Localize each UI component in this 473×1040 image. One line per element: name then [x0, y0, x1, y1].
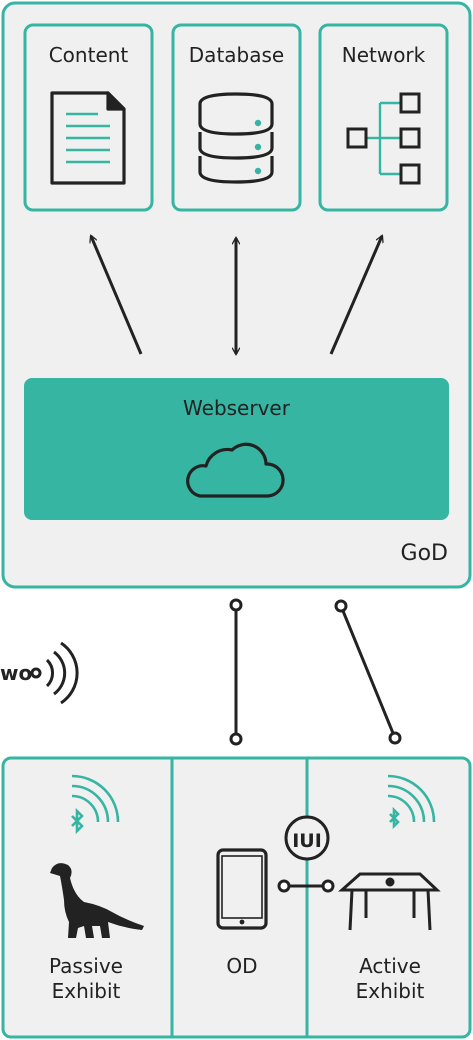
- content-label: Content: [49, 43, 129, 67]
- wireless-signal-icon: wo: [0, 641, 79, 705]
- iui-icon: [284, 815, 330, 861]
- passive-exhibit-cell: Passive Exhibit: [49, 774, 144, 1003]
- database-icon: [198, 92, 274, 184]
- smartphone-icon: [216, 848, 268, 930]
- iui-icon-label: IUI: [292, 830, 322, 852]
- arrows: [91, 236, 382, 354]
- webserver-label: Webserver: [183, 396, 291, 420]
- connectors: [229, 598, 402, 746]
- arrow-to-network: [329, 236, 382, 355]
- od-label: OD: [226, 954, 257, 978]
- wireless-label: wo: [0, 661, 32, 685]
- network-label: Network: [342, 43, 426, 67]
- passive-exhibit-label-line1: Passive: [49, 954, 123, 978]
- bluetooth-signal-icon: [387, 774, 436, 830]
- database-card: Database: [171, 23, 302, 212]
- iui-connector: IUI: [277, 815, 335, 893]
- webserver-block: Webserver: [24, 378, 449, 520]
- od-cell: OD: [216, 848, 268, 978]
- content-card: Content: [23, 23, 154, 212]
- dinosaur-icon: [50, 863, 144, 938]
- bottom-container: [1, 756, 472, 1039]
- passive-exhibit-label-line2: Exhibit: [52, 979, 121, 1003]
- god-label: GoD: [401, 541, 448, 566]
- network-card: Network: [318, 23, 449, 212]
- arrow-to-content: [91, 236, 143, 355]
- active-exhibit-cell: Active Exhibit: [338, 774, 441, 1003]
- active-exhibit-label-line1: Active: [359, 954, 421, 978]
- bluetooth-signal-icon: [71, 774, 120, 835]
- document-icon: [50, 91, 126, 185]
- table-icon: [338, 872, 441, 931]
- active-exhibit-label-line2: Exhibit: [356, 979, 425, 1003]
- network-tree-icon: [346, 92, 421, 185]
- database-label: Database: [189, 43, 284, 67]
- cloud-icon: [186, 442, 285, 498]
